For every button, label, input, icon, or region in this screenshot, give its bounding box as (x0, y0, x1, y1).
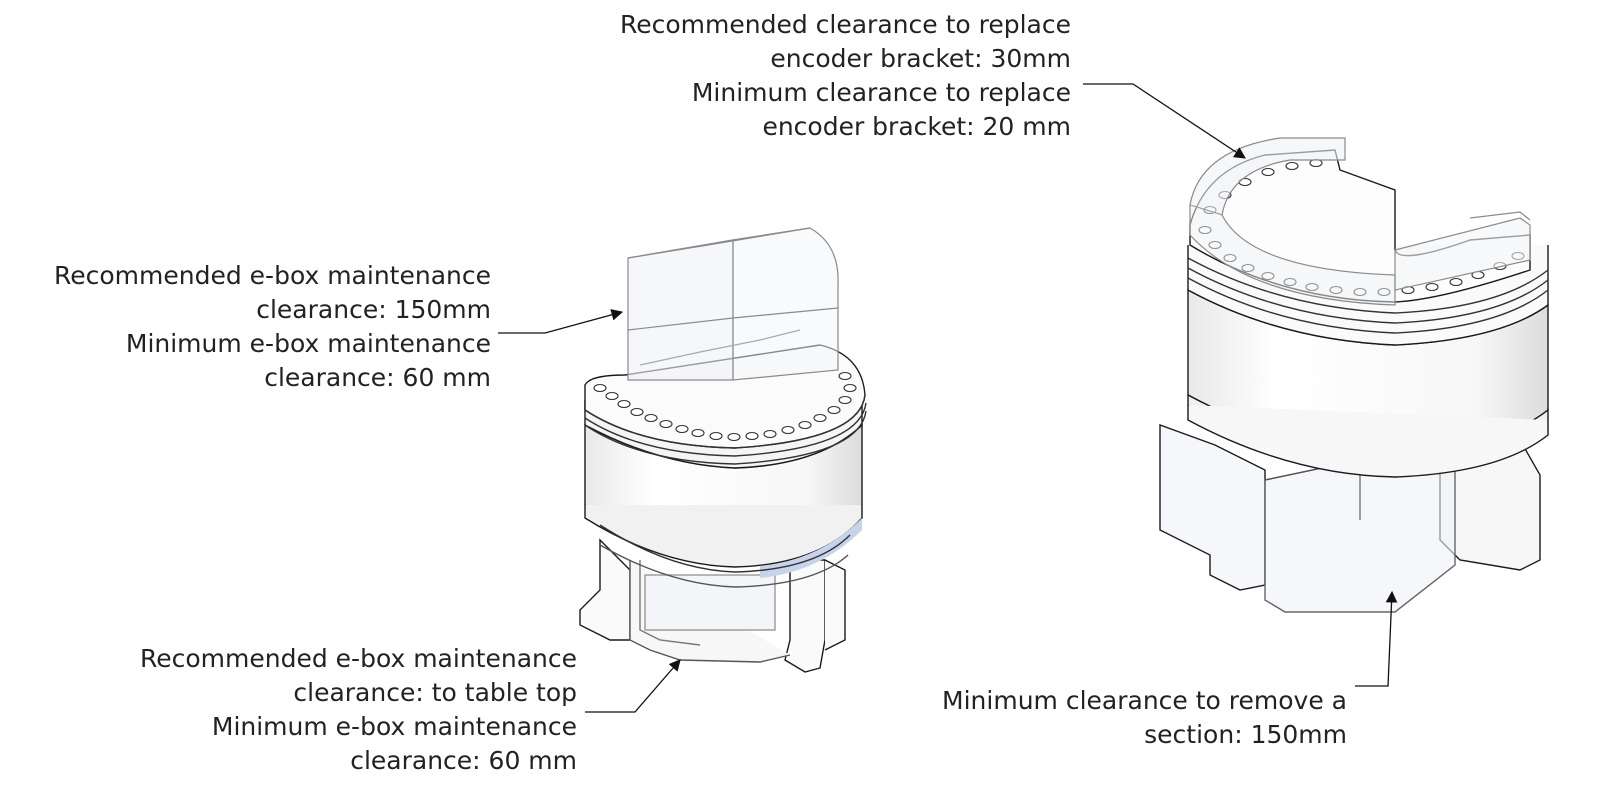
callout-ebox-top: Recommended e-box maintenance clearance:… (54, 259, 491, 395)
callout-encoder-bracket: Recommended clearance to replace encoder… (620, 8, 1071, 144)
leader-lines (498, 83, 1398, 713)
callout-line: clearance: to table top (293, 678, 577, 707)
callout-line: Minimum clearance to replace (691, 78, 1071, 107)
callout-line: Recommended e-box maintenance (54, 261, 491, 290)
left-bolt-holes (593, 371, 857, 442)
right-encoder-clearance-volume (1189, 137, 1531, 306)
callout-line: section: 150mm (1144, 720, 1347, 749)
leader-ebox-top (498, 309, 624, 334)
callout-section-remove: Minimum clearance to remove a section: 1… (942, 684, 1347, 752)
right-cylinder-body (1187, 288, 1549, 478)
callout-line: Minimum clearance to remove a (942, 686, 1347, 715)
right-assembly (1159, 137, 1549, 613)
leader-ebox-bottom (585, 659, 681, 713)
callout-line: clearance: 60 mm (350, 746, 577, 775)
callout-line: Recommended e-box maintenance (140, 644, 577, 673)
callout-line: Recommended clearance to replace (620, 10, 1071, 39)
left-ebox-clearance-volume (627, 227, 839, 381)
left-assembly (579, 227, 867, 673)
left-base-legs (579, 538, 846, 673)
callout-line: encoder bracket: 30mm (770, 44, 1071, 73)
callout-ebox-bottom: Recommended e-box maintenance clearance:… (140, 642, 577, 778)
callout-line: clearance: 60 mm (264, 363, 491, 392)
callout-line: clearance: 150mm (256, 295, 491, 324)
leader-encoder-bracket (1083, 83, 1246, 159)
leader-section-remove (1355, 590, 1398, 687)
callout-line: encoder bracket: 20 mm (762, 112, 1071, 141)
callout-line: Minimum e-box maintenance (125, 329, 491, 358)
callout-line: Minimum e-box maintenance (211, 712, 577, 741)
